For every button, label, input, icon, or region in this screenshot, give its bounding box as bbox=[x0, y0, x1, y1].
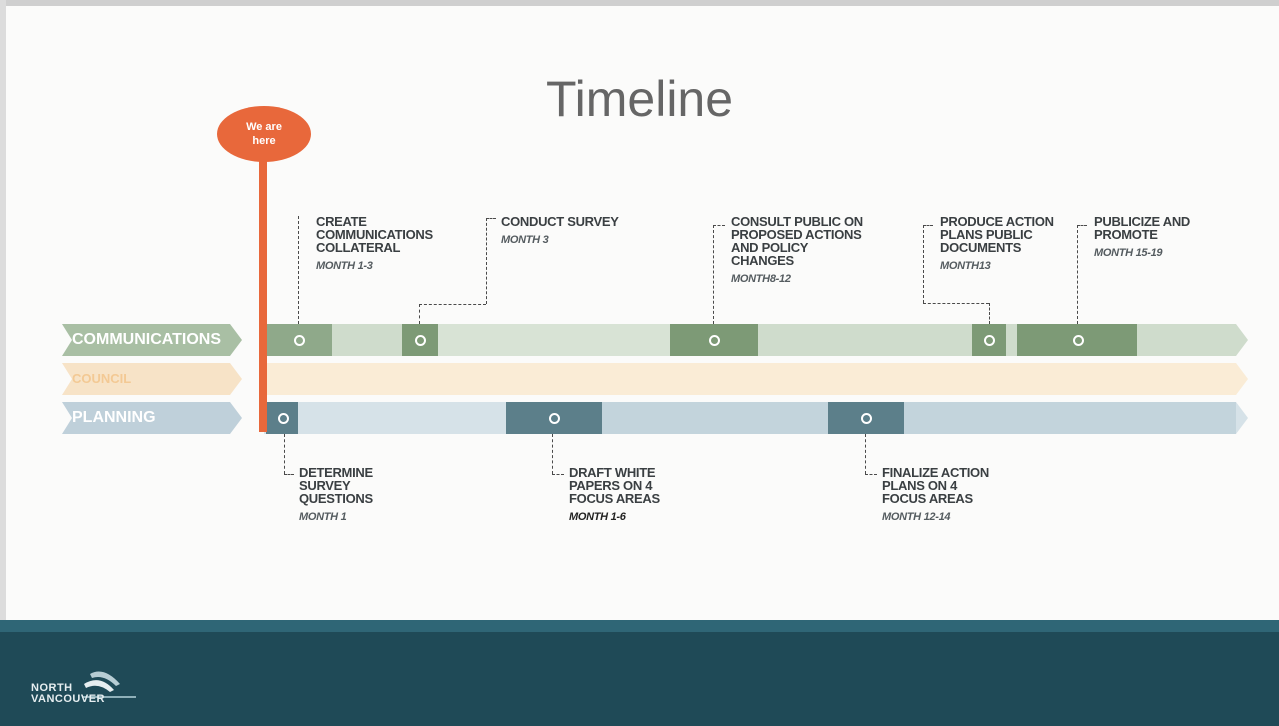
connector-comm4-h bbox=[923, 303, 989, 304]
connector-comm2-h bbox=[419, 304, 486, 305]
milestone-title: DETERMINE SURVEY QUESTIONS bbox=[299, 465, 373, 506]
current-position-line bbox=[259, 160, 267, 432]
council-band bbox=[62, 363, 242, 395]
milestone-title: FINALIZE ACTION PLANS ON 4 FOCUS AREAS bbox=[882, 465, 989, 506]
milestone-publicize-promote: PUBLICIZE AND PROMOTE MONTH 15-19 bbox=[1094, 215, 1224, 260]
connector-comm3 bbox=[713, 225, 714, 324]
footer-stripe bbox=[0, 620, 1279, 632]
slide-border-top bbox=[0, 0, 1279, 6]
milestone-finalize-action-plans: FINALIZE ACTION PLANS ON 4 FOCUS AREAS M… bbox=[882, 466, 997, 524]
milestone-consult-public: CONSULT PUBLIC ON PROPOSED ACTIONS AND P… bbox=[731, 215, 871, 286]
footer-bar bbox=[0, 620, 1279, 726]
north-vancouver-logo-icon bbox=[82, 671, 136, 698]
milestone-title: CONSULT PUBLIC ON PROPOSED ACTIONS AND P… bbox=[731, 214, 863, 268]
connector-comm1 bbox=[298, 216, 299, 324]
logo-line-1: NORTH bbox=[31, 682, 73, 694]
milestone-month: MONTH 3 bbox=[501, 234, 549, 246]
connector-comm2-tick bbox=[419, 304, 420, 324]
plan-milestone-dot-3[interactable] bbox=[861, 413, 872, 424]
connector-plan3 bbox=[865, 434, 866, 474]
plan-milestone-dot-2[interactable] bbox=[549, 413, 560, 424]
connector-comm4-v bbox=[923, 225, 924, 303]
milestone-create-collateral: CREATE COMMUNICATIONS COLLATERAL MONTH 1… bbox=[316, 215, 466, 273]
milestone-title: CREATE COMMUNICATIONS COLLATERAL bbox=[316, 214, 433, 255]
milestone-title: DRAFT WHITE PAPERS ON 4 FOCUS AREAS bbox=[569, 465, 660, 506]
comm-milestone-dot-1[interactable] bbox=[294, 335, 305, 346]
page-title: Timeline bbox=[545, 71, 734, 127]
plan-milestone-dot-1[interactable] bbox=[278, 413, 289, 424]
communications-label: COMMUNICATIONS bbox=[72, 331, 222, 348]
milestone-conduct-survey: CONDUCT SURVEY MONTH 3 bbox=[501, 215, 651, 247]
connector-comm2-top bbox=[486, 218, 496, 219]
communications-track-tone bbox=[430, 324, 670, 356]
communications-band bbox=[62, 324, 242, 356]
planning-label: PLANNING bbox=[72, 409, 156, 426]
milestone-draft-white-papers: DRAFT WHITE PAPERS ON 4 FOCUS AREAS MONT… bbox=[569, 466, 681, 524]
planning-band bbox=[62, 402, 242, 434]
logo-text: NORTH VANCOUVER bbox=[31, 683, 105, 705]
we-are-here-marker: We are here bbox=[217, 106, 311, 162]
milestone-produce-action-plans: PRODUCE ACTION PLANS PUBLIC DOCUMENTS MO… bbox=[940, 215, 1058, 273]
connector-plan3-h bbox=[865, 474, 877, 475]
comm-milestone-dot-3[interactable] bbox=[709, 335, 720, 346]
logo-line-2: VANCOUVER bbox=[31, 693, 105, 705]
milestone-title: PRODUCE ACTION PLANS PUBLIC DOCUMENTS bbox=[940, 214, 1054, 255]
comm-milestone-dot-4[interactable] bbox=[984, 335, 995, 346]
connector-comm2-v bbox=[486, 218, 487, 304]
milestone-title: PUBLICIZE AND PROMOTE bbox=[1094, 214, 1191, 242]
comm-milestone-dot-5[interactable] bbox=[1073, 335, 1084, 346]
milestone-determine-questions: DETERMINE SURVEY QUESTIONS MONTH 1 bbox=[299, 466, 409, 524]
milestone-month: MONTH 1-3 bbox=[316, 260, 373, 272]
connector-comm3-top bbox=[713, 225, 725, 226]
connector-comm4-top bbox=[923, 225, 933, 226]
connector-plan1 bbox=[284, 434, 285, 474]
milestone-month: MONTH 1-6 bbox=[569, 511, 626, 523]
council-track bbox=[264, 363, 1248, 395]
comm-milestone-dot-2[interactable] bbox=[415, 335, 426, 346]
milestone-month: MONTH 15-19 bbox=[1094, 247, 1163, 259]
connector-comm5 bbox=[1077, 225, 1078, 324]
slide-border-left bbox=[0, 0, 6, 620]
milestone-month: MONTH8-12 bbox=[731, 273, 791, 285]
connector-plan1-h bbox=[284, 474, 294, 475]
connector-plan2-h bbox=[552, 474, 564, 475]
milestone-month: MONTH 1 bbox=[299, 511, 347, 523]
planning-track-tone bbox=[600, 402, 1236, 434]
we-are-here-label: We are here bbox=[246, 121, 282, 147]
connector-comm5-top bbox=[1077, 225, 1087, 226]
milestone-title: CONDUCT SURVEY bbox=[501, 214, 619, 229]
connector-plan2 bbox=[552, 434, 553, 474]
connector-comm4-tick bbox=[989, 303, 990, 324]
milestone-month: MONTH 12-14 bbox=[882, 511, 951, 523]
council-label: COUNCIL bbox=[72, 371, 132, 386]
milestone-month: MONTH13 bbox=[940, 260, 991, 272]
